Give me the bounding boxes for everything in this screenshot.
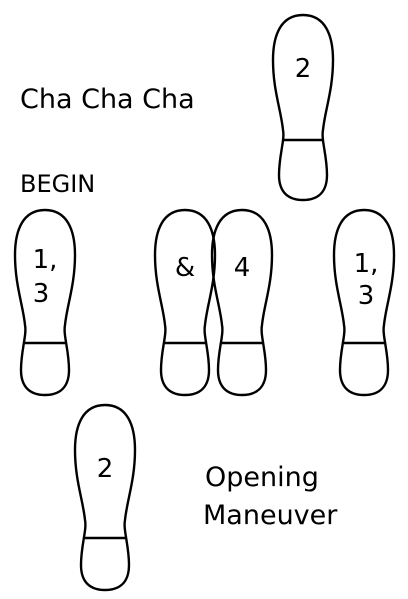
- footprint-label: 4: [234, 253, 251, 283]
- footprint-label: 3: [358, 281, 375, 311]
- begin-label: BEGIN: [20, 170, 95, 198]
- page-title: Cha Cha Cha: [20, 84, 195, 115]
- caption-line-1: Opening: [205, 462, 319, 493]
- footprint-label: 1,: [33, 245, 58, 275]
- footprint-bottom: 2: [73, 403, 137, 592]
- footprint-label: &: [175, 253, 195, 283]
- footprint-center-left: &: [153, 208, 217, 397]
- footprint-left: 1, 3: [13, 208, 77, 397]
- caption-line-2: Maneuver: [203, 500, 338, 531]
- footprint-center-right: 4: [210, 208, 274, 397]
- footprint-right: 1, 3 3: [332, 208, 396, 397]
- footprint-label: 3: [33, 279, 50, 309]
- footprint-label: 2: [97, 454, 114, 484]
- footprint-label: 1,: [354, 249, 379, 279]
- footprint-label: 2: [295, 54, 312, 84]
- footprint-top-right: 2: [271, 13, 335, 202]
